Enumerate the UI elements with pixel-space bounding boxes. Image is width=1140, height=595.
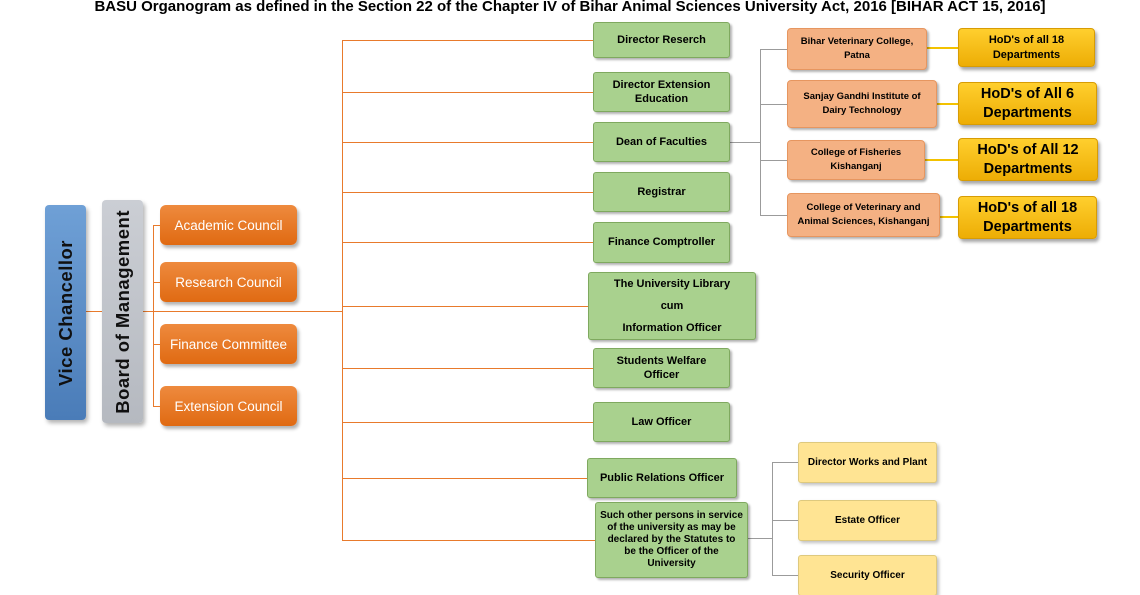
connector-support-branch-security — [772, 575, 798, 576]
node-security-officer: Security Officer — [798, 555, 937, 595]
node-hods-bvc: HoD's of all 18 Departments — [958, 28, 1095, 67]
connector-branch-finance-comptroller — [342, 242, 593, 243]
connector-college-branch-cof — [760, 160, 787, 161]
connector-branch-law-officer — [342, 422, 593, 423]
node-bihar-veterinary-college: Bihar Veterinary College, Patna — [787, 28, 927, 70]
vice-chancellor-label: Vice Chancellor — [54, 239, 76, 386]
node-sanjay-gandhi-institute: Sanjay Gandhi Institute of Dairy Technol… — [787, 80, 937, 128]
node-extension-council: Extension Council — [160, 386, 297, 426]
connector-council-stub-academic — [153, 225, 160, 226]
connector-branch-registrar — [342, 192, 593, 193]
connector-branch-director-research — [342, 40, 593, 41]
connector-college-branch-bvc — [760, 49, 787, 50]
page-title: BASU Organogram as defined in the Sectio… — [94, 0, 1046, 15]
connector-hod-link-cof — [925, 159, 958, 161]
connector-college-spine — [760, 49, 761, 216]
connector-college-branch-cvas — [760, 215, 787, 216]
node-other-statutory-officers: Such other persons in service of the uni… — [595, 502, 748, 578]
node-public-relations-officer: Public Relations Officer — [587, 458, 737, 498]
connector-branch-director-extension — [342, 92, 593, 93]
connector-bom-trunk — [143, 311, 342, 312]
connector-council-stub-finance — [153, 344, 160, 345]
connector-branch-other-officers — [342, 540, 595, 541]
board-of-management-label: Board of Management — [111, 209, 133, 414]
connector-branch-dean — [342, 142, 593, 143]
node-director-works-plant: Director Works and Plant — [798, 442, 937, 483]
connector-branch-public-relations — [342, 478, 587, 479]
connector-dean-out — [730, 142, 760, 143]
connector-vc-bom — [86, 311, 102, 312]
node-college-of-veterinary-kishanganj: College of Veterinary and Animal Science… — [787, 193, 940, 237]
connector-hod-link-cvas — [940, 216, 958, 218]
node-research-council: Research Council — [160, 262, 297, 302]
node-hods-cof: HoD's of All 12 Departments — [958, 138, 1098, 181]
connector-council-spine — [153, 225, 154, 406]
node-director-extension-education: Director Extension Education — [593, 72, 730, 112]
node-finance-committee: Finance Committee — [160, 324, 297, 364]
connector-hod-link-sgidt — [937, 103, 958, 105]
connector-council-stub-extension — [153, 406, 160, 407]
connector-support-spine — [772, 462, 773, 576]
node-students-welfare-officer: Students Welfare Officer — [593, 348, 730, 388]
node-college-of-fisheries: College of Fisheries Kishanganj — [787, 140, 925, 180]
node-director-research: Director Reserch — [593, 22, 730, 58]
node-university-librarian: The University Library cum Information O… — [588, 272, 756, 340]
node-vice-chancellor: Vice Chancellor — [45, 205, 86, 420]
connector-support-branch-estate — [772, 520, 798, 521]
node-dean-of-faculties: Dean of Faculties — [593, 122, 730, 162]
connector-college-branch-sgidt — [760, 104, 787, 105]
node-academic-council: Academic Council — [160, 205, 297, 245]
connector-other-officers-out — [748, 538, 772, 539]
connector-support-branch-works — [772, 462, 798, 463]
connector-main-trunk — [342, 40, 343, 540]
node-hods-cvas: HoD's of all 18 Departments — [958, 196, 1097, 239]
connector-branch-librarian — [342, 306, 588, 307]
connector-council-stub-research — [153, 282, 160, 283]
node-hods-sgidt: HoD's of All 6 Departments — [958, 82, 1097, 125]
node-finance-comptroller: Finance Comptroller — [593, 222, 730, 263]
connector-branch-students-welfare — [342, 368, 593, 369]
connector-hod-link-bvc — [927, 47, 958, 49]
node-registrar: Registrar — [593, 172, 730, 212]
node-estate-officer: Estate Officer — [798, 500, 937, 541]
node-board-of-management: Board of Management — [102, 200, 143, 423]
node-law-officer: Law Officer — [593, 402, 730, 442]
